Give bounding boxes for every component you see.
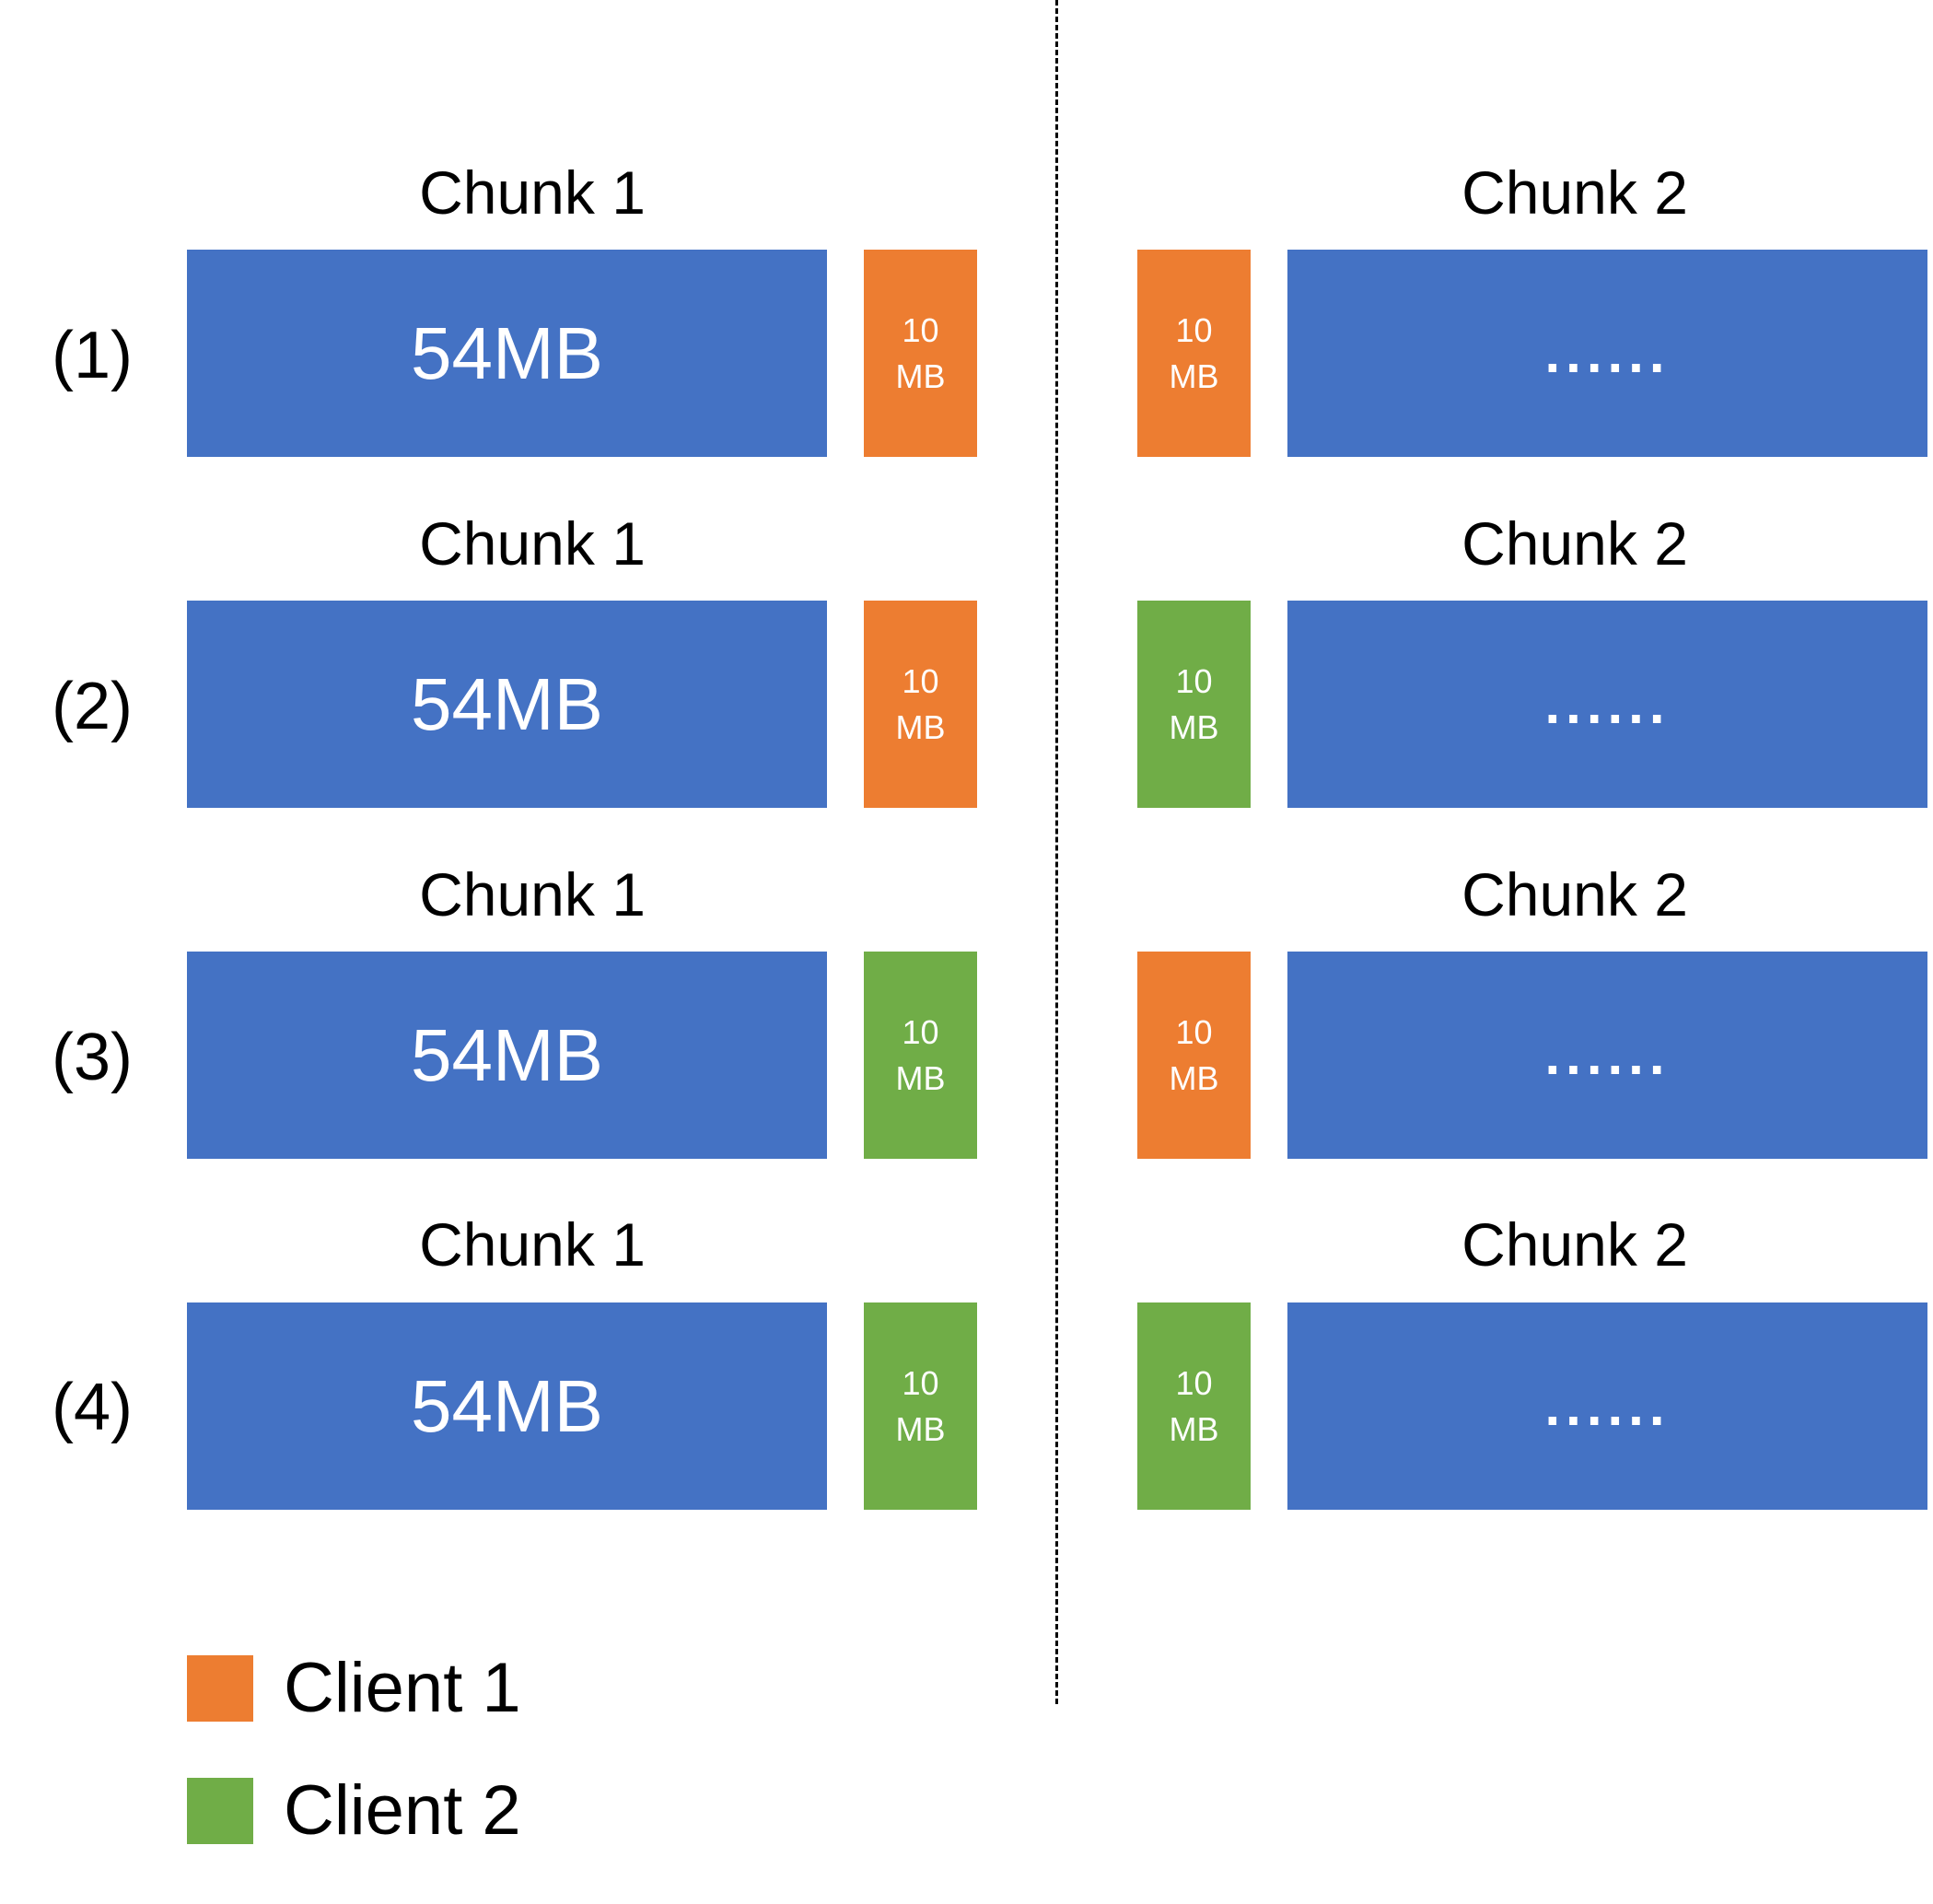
block-size-unit: MB <box>1169 707 1219 746</box>
chunk-1-data-block: 54MB <box>187 601 827 808</box>
row-label: (4) <box>52 1371 133 1444</box>
legend-swatch-client-2 <box>187 1778 253 1844</box>
block-size-number: 10 <box>1175 1012 1213 1051</box>
block-size-unit: MB <box>895 356 946 395</box>
chunk-2-title: Chunk 2 <box>1461 158 1688 227</box>
chunk-2-head-block: 10 MB <box>1137 601 1251 808</box>
chunk-1-title: Chunk 1 <box>419 158 646 227</box>
legend-label-client-1: Client 1 <box>284 1649 521 1727</box>
block-size-unit: MB <box>1169 356 1219 395</box>
chunk-1-title: Chunk 1 <box>419 1210 646 1279</box>
legend-swatch-client-1 <box>187 1655 253 1722</box>
block-size-number: 10 <box>1175 1363 1213 1402</box>
chunk-1-data-block: 54MB <box>187 1302 827 1510</box>
block-size-number: 10 <box>902 1363 939 1402</box>
block-size-unit: MB <box>895 707 946 746</box>
chunk-1-title: Chunk 1 <box>419 860 646 929</box>
chunk-1-tail-block: 10 MB <box>864 952 977 1159</box>
legend-label-client-2: Client 2 <box>284 1771 521 1850</box>
chunk-1-tail-block: 10 MB <box>864 1302 977 1510</box>
chunk-2-remaining-block: ...... <box>1287 1302 1927 1510</box>
block-size-unit: MB <box>1169 1058 1219 1097</box>
block-size-unit: MB <box>895 1058 946 1097</box>
chunk-2-title: Chunk 2 <box>1461 860 1688 929</box>
row-label: (3) <box>52 1021 133 1094</box>
block-size-number: 10 <box>902 1012 939 1051</box>
chunk-2-head-block: 10 MB <box>1137 1302 1251 1510</box>
chunk-1-title: Chunk 1 <box>419 509 646 578</box>
chunk-2-head-block: 10 MB <box>1137 250 1251 457</box>
chunk-2-head-block: 10 MB <box>1137 952 1251 1159</box>
chunk-2-title: Chunk 2 <box>1461 1210 1688 1279</box>
block-size-number: 10 <box>1175 661 1213 700</box>
chunk-1-tail-block: 10 MB <box>864 250 977 457</box>
chunk-1-tail-block: 10 MB <box>864 601 977 808</box>
chunk-1-data-block: 54MB <box>187 250 827 457</box>
block-size-number: 10 <box>902 661 939 700</box>
block-size-unit: MB <box>1169 1409 1219 1448</box>
chunk-1-data-block: 54MB <box>187 952 827 1159</box>
chunk-2-remaining-block: ...... <box>1287 601 1927 808</box>
chunk-2-remaining-block: ...... <box>1287 952 1927 1159</box>
block-size-number: 10 <box>902 310 939 349</box>
row-label: (1) <box>52 319 133 392</box>
row-label: (2) <box>52 670 133 743</box>
block-size-unit: MB <box>895 1409 946 1448</box>
chunk-boundary-divider <box>1055 0 1058 1704</box>
block-size-number: 10 <box>1175 310 1213 349</box>
chunk-2-remaining-block: ...... <box>1287 250 1927 457</box>
chunk-2-title: Chunk 2 <box>1461 509 1688 578</box>
